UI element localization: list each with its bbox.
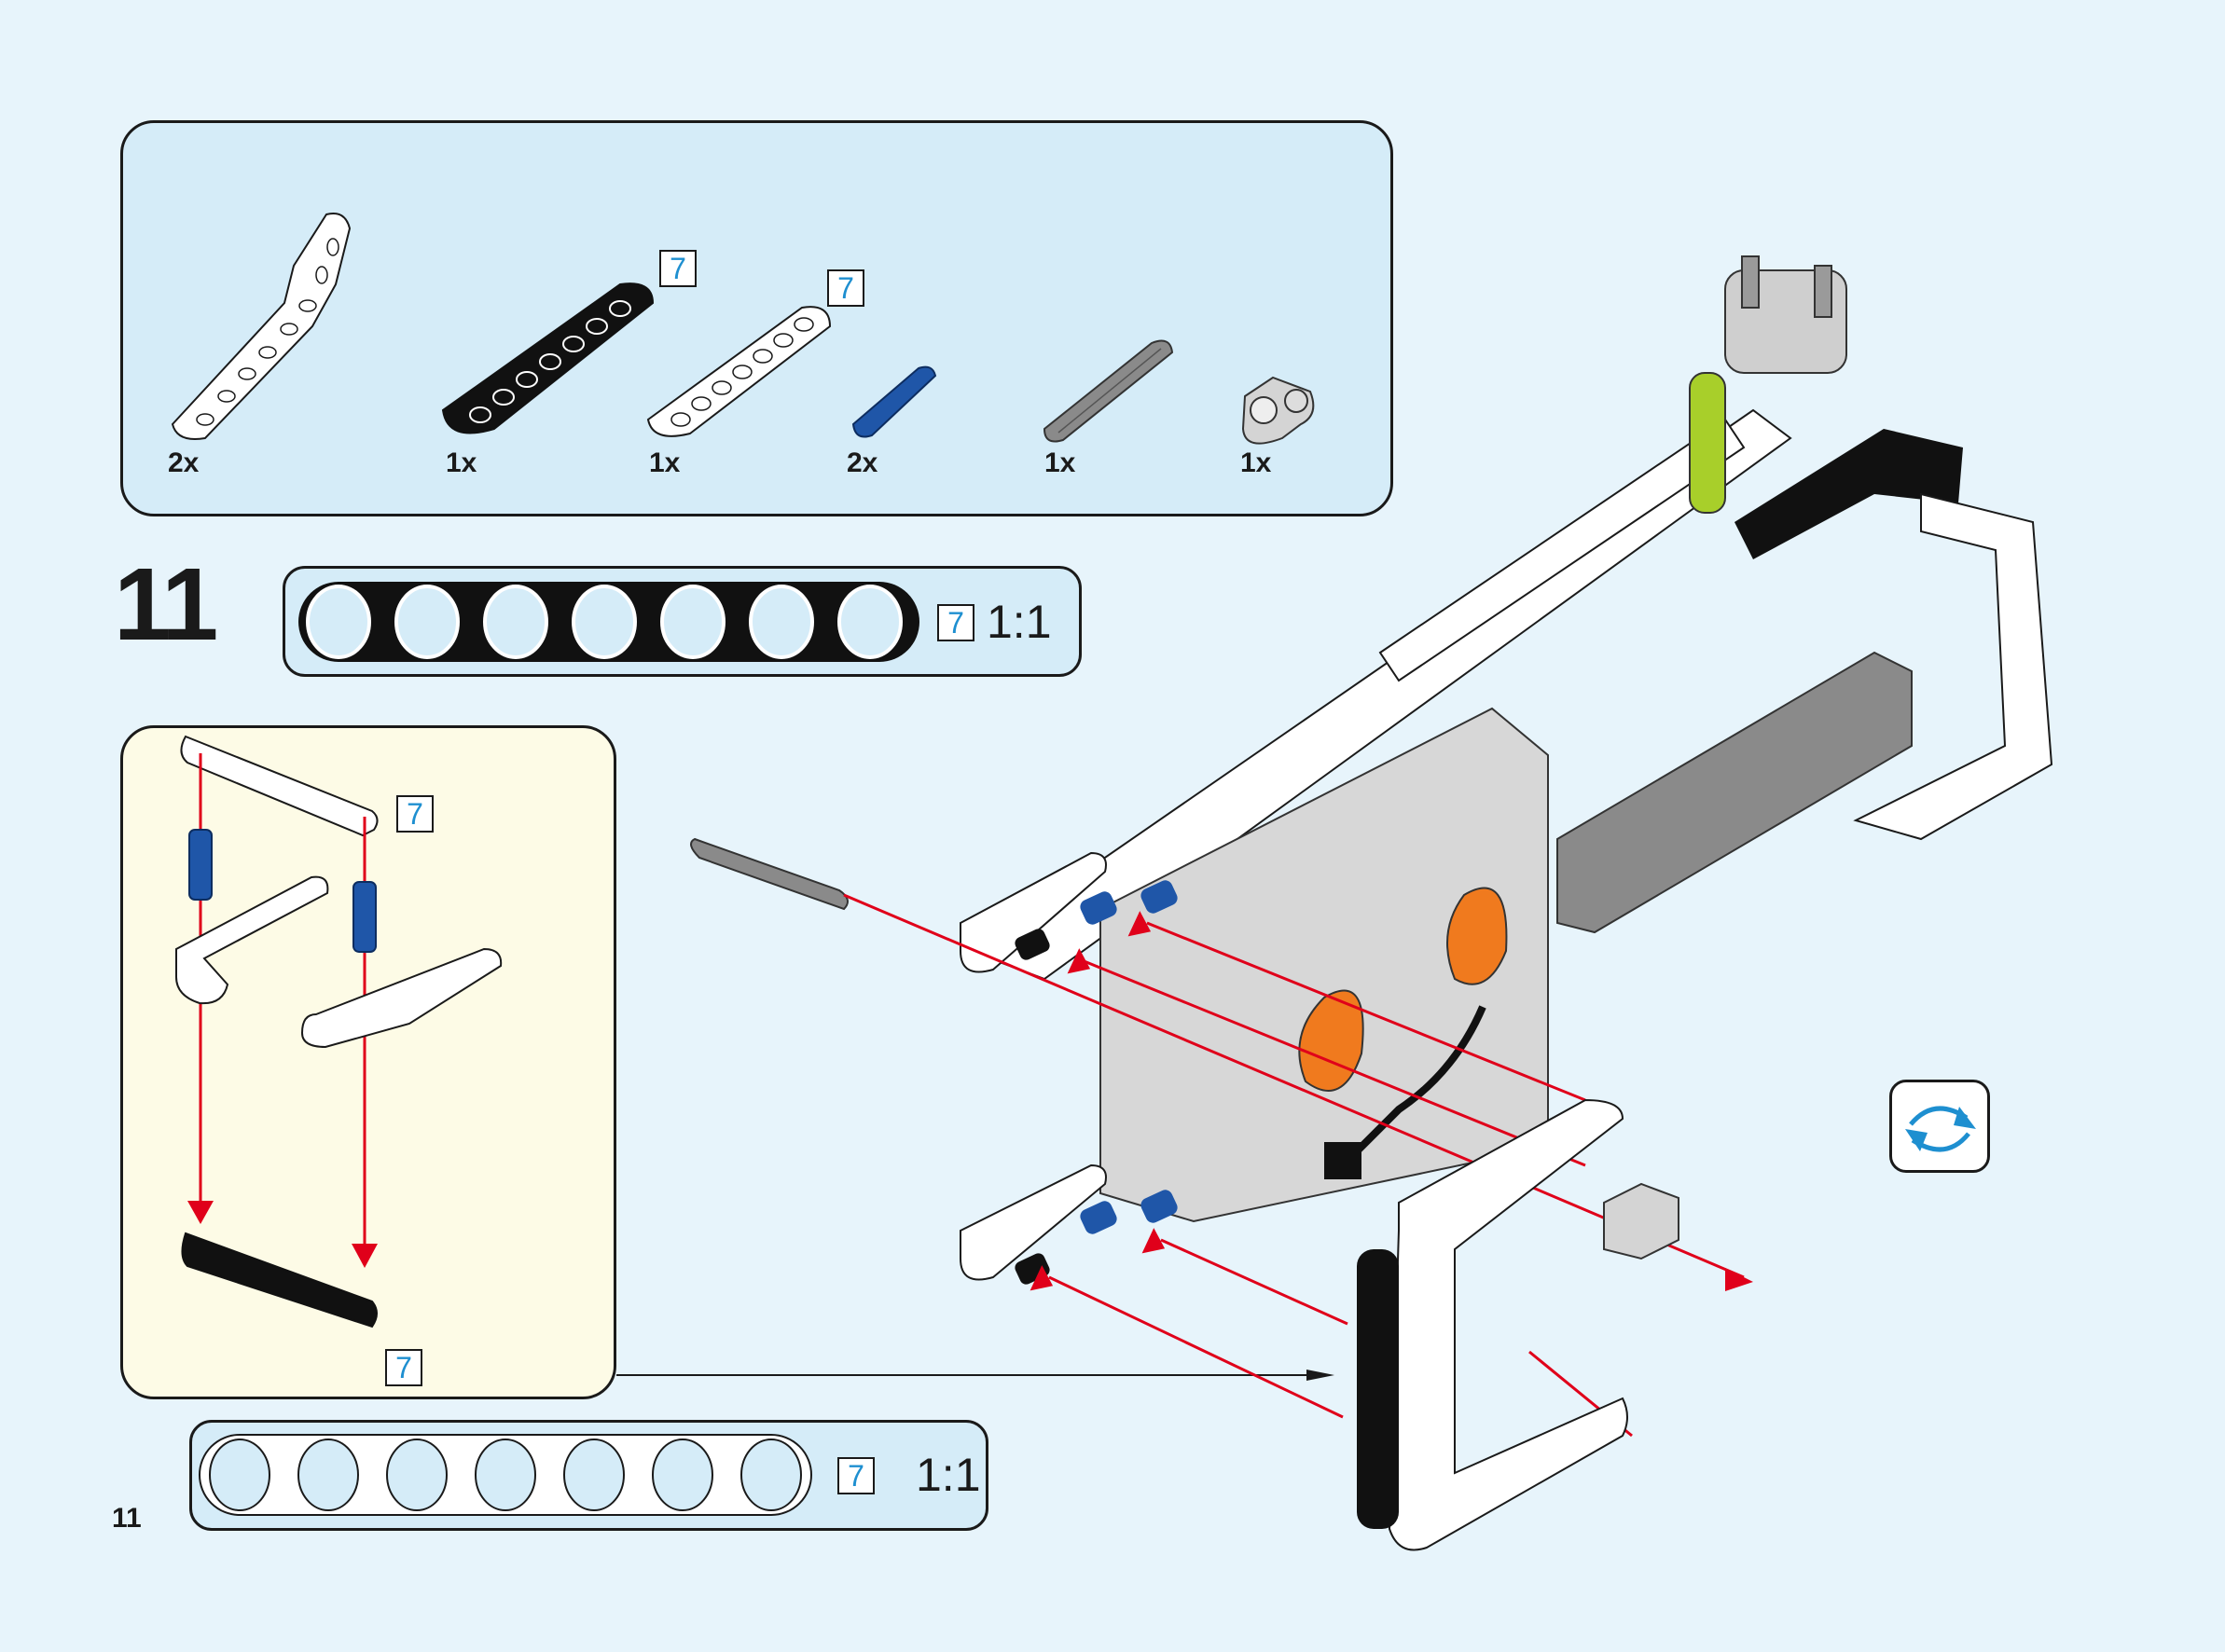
blue-pin-icon xyxy=(352,881,377,953)
upper-frame-beam xyxy=(1378,418,1746,682)
black-front-beam xyxy=(1357,1249,1399,1529)
scale-length-badge: 7 xyxy=(837,1457,875,1494)
motor-cable xyxy=(1349,1005,1486,1159)
black-beam-icon xyxy=(441,282,655,434)
assembly-arrows xyxy=(843,893,1745,1438)
beam-length-badge: 7 xyxy=(659,250,697,287)
upper-left-frame xyxy=(960,851,1107,973)
quantity-label: 1x xyxy=(1044,447,1076,478)
blue-pin-icon xyxy=(851,365,937,438)
blue-pin-icon xyxy=(1140,880,1178,914)
white-beam-scale-guide xyxy=(199,1434,812,1516)
top-beam-length-badge: 7 xyxy=(396,795,434,833)
blue-pin-icon xyxy=(1080,1201,1117,1234)
motor-hub-orange xyxy=(1446,887,1508,985)
white-beam-icon xyxy=(646,306,832,437)
pin-connector-icon xyxy=(1241,376,1315,445)
white-bent-beam-icon xyxy=(171,213,352,440)
sub-assembly-connector-arrow xyxy=(616,1370,1334,1381)
cable-plug xyxy=(1324,1142,1361,1179)
lower-left-frame xyxy=(960,1163,1107,1281)
bottom-beam-length-badge: 7 xyxy=(385,1349,422,1386)
quantity-label: 1x xyxy=(446,447,477,478)
black-l-beam xyxy=(1734,429,1963,559)
lime-beam xyxy=(1689,372,1726,514)
blue-pin-icon xyxy=(1080,891,1117,925)
loose-axle xyxy=(690,837,849,911)
black-pin-icon xyxy=(1015,929,1050,960)
quantity-label: 2x xyxy=(168,447,200,478)
beam-length-badge: 7 xyxy=(827,269,864,307)
quantity-label: 1x xyxy=(649,447,681,478)
blue-pin-icon xyxy=(1140,1190,1178,1223)
scale-ratio-label: 1:1 xyxy=(987,596,1052,648)
arrow-head-right xyxy=(1725,1268,1753,1291)
step-number: 11 xyxy=(114,547,218,662)
black-beam-scale-guide xyxy=(298,582,919,662)
motor-hub-orange xyxy=(1298,989,1364,1092)
loose-pin-connector xyxy=(1603,1182,1679,1260)
quantity-label: 2x xyxy=(847,447,878,478)
page-number: 11 xyxy=(112,1503,142,1534)
gray-beam xyxy=(1556,651,1913,934)
quantity-label: 1x xyxy=(1240,447,1272,478)
scale-length-badge: 7 xyxy=(937,604,974,641)
front-c-frame xyxy=(1388,1098,1628,1551)
parts-list-panel xyxy=(120,120,1393,516)
blue-pin-icon xyxy=(188,829,213,901)
right-frame xyxy=(1853,492,2053,841)
scale-ratio-label: 1:1 xyxy=(916,1449,981,1501)
sub-assembly-diagram xyxy=(175,735,503,1328)
gray-axle-icon xyxy=(1043,339,1174,443)
rotate-model-button xyxy=(1889,1080,1990,1173)
rotate-icon xyxy=(1905,1106,1976,1152)
